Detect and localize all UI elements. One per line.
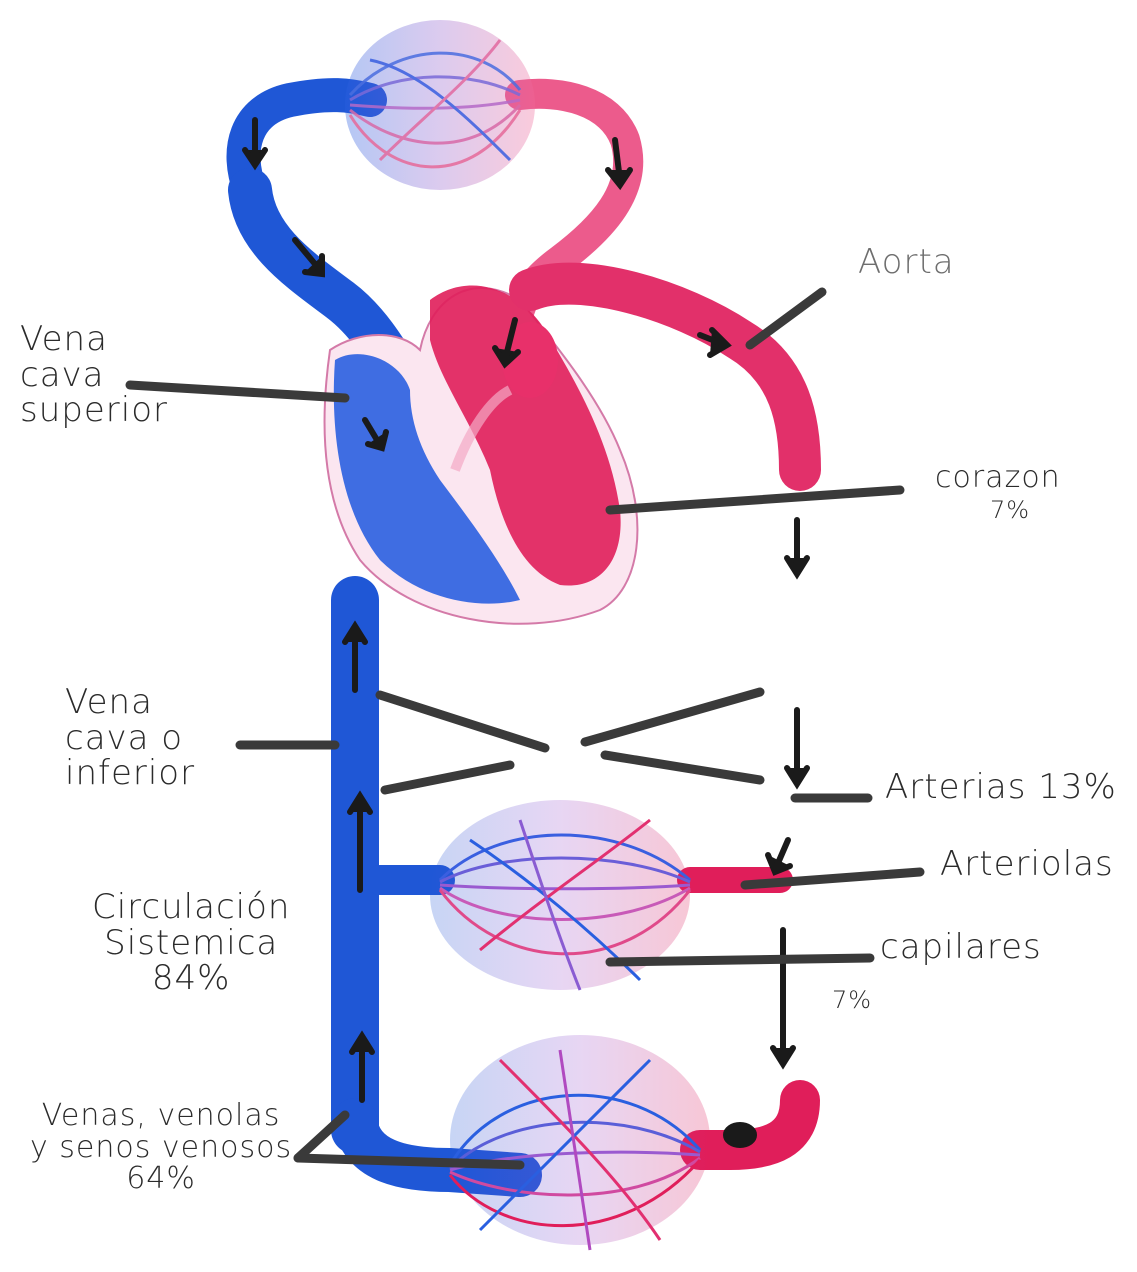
label-vena-cava-inferior: Vena cava o inferior <box>65 685 195 792</box>
label-aorta: Aorta <box>858 245 955 281</box>
label-arterias: Arterias 13% <box>885 770 1117 806</box>
leader-capilares <box>610 958 870 962</box>
systemic-capillary-bed-lower <box>450 1035 710 1250</box>
label-capilares: capilares <box>880 930 1042 966</box>
heart <box>324 286 637 624</box>
leader-bracket-upper-right <box>585 692 760 742</box>
flow-dot <box>726 1125 754 1145</box>
leader-bracket-lower-left <box>385 765 510 790</box>
label-corazon-percent: 7% <box>990 498 1030 523</box>
leader-aorta <box>750 292 822 345</box>
leader-bracket-upper-left <box>380 695 545 748</box>
label-vena-cava-superior: Vena cava superior <box>20 322 168 429</box>
label-capilares-percent: 7% <box>832 988 872 1013</box>
label-corazon: corazon <box>935 462 1061 494</box>
label-venas-venolas: Venas, venolas y senos venosos 64% <box>30 1100 292 1195</box>
leader-corazon <box>610 490 900 510</box>
label-circulacion-sistemica: Circulación Sistemica 84% <box>92 890 290 997</box>
leader-bracket-lower-right <box>605 755 760 780</box>
label-arteriolas: Arteriolas <box>940 847 1114 883</box>
